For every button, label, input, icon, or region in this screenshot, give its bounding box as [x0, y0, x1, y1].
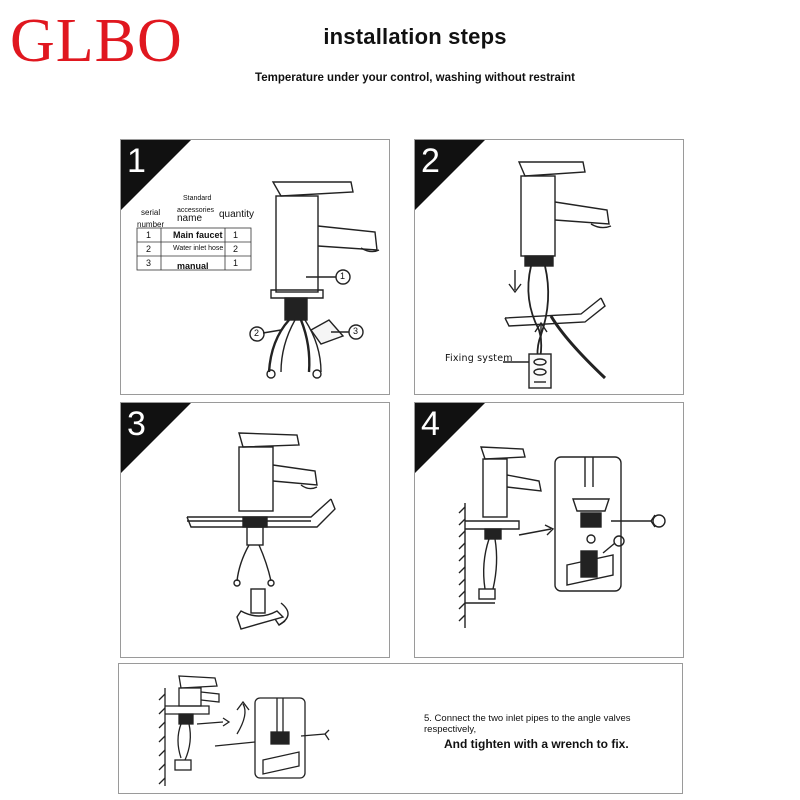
- step-4-panel: 4: [414, 402, 684, 658]
- step-3-illustration: [186, 432, 336, 630]
- fine-print-line: [200, 101, 650, 107]
- step-3-panel: 3: [120, 402, 390, 658]
- step-3-number: 3: [127, 405, 146, 443]
- table-row-2-no: 2: [146, 244, 152, 254]
- callout-3: 3: [353, 326, 359, 336]
- table-row-1-qty: 1: [233, 230, 239, 240]
- table-header-accessories: accessories: [177, 207, 214, 214]
- step-5-illustration: [158, 675, 330, 786]
- step-1-panel: 1: [120, 139, 390, 395]
- step-3-corner: [121, 403, 191, 473]
- step-4-corner: [415, 403, 485, 473]
- step-1-number: 1: [127, 142, 146, 180]
- fixing-system-label: Fixing system: [445, 353, 513, 364]
- table-row-1-no: 1: [146, 230, 152, 240]
- step-1-illustration: [136, 181, 380, 379]
- callout-1: 1: [340, 271, 346, 281]
- callout-2: 2: [254, 328, 260, 338]
- step-4-illustration: [458, 446, 666, 628]
- table-header-number: number: [137, 220, 165, 229]
- table-header-name: name: [177, 213, 203, 224]
- table-row-2-name: Water inlet hose: [173, 245, 224, 252]
- step-2-illustration: [503, 161, 612, 389]
- table-header-standard: Standard: [183, 195, 212, 202]
- step-5-instruction-line2: And tighten with a wrench to fix.: [444, 737, 629, 751]
- table-row-3-name: manual: [177, 261, 209, 271]
- page-subtitle: Temperature under your control, washing …: [255, 72, 575, 84]
- step-4-number: 4: [421, 405, 440, 443]
- step-2-panel: 2 Fixing system: [414, 139, 684, 395]
- step-2-corner: [415, 140, 485, 210]
- brand-logo: GLBO: [10, 7, 183, 75]
- table-header-serial: serial: [141, 208, 161, 217]
- table-row-1-name: Main faucet: [173, 230, 223, 240]
- table-row-3-qty: 1: [233, 258, 239, 268]
- page-title: installation steps: [323, 24, 507, 49]
- step-5-instruction-line1: 5. Connect the two inlet pipes to the an…: [424, 713, 631, 735]
- table-row-3-no: 3: [146, 258, 152, 268]
- step-1-corner: [121, 140, 191, 210]
- table-row-2-qty: 2: [233, 244, 239, 254]
- step-5-panel: 5. Connect the two inlet pipes to the an…: [118, 663, 683, 794]
- step-2-number: 2: [421, 142, 440, 180]
- table-header-quantity: quantity: [219, 209, 255, 220]
